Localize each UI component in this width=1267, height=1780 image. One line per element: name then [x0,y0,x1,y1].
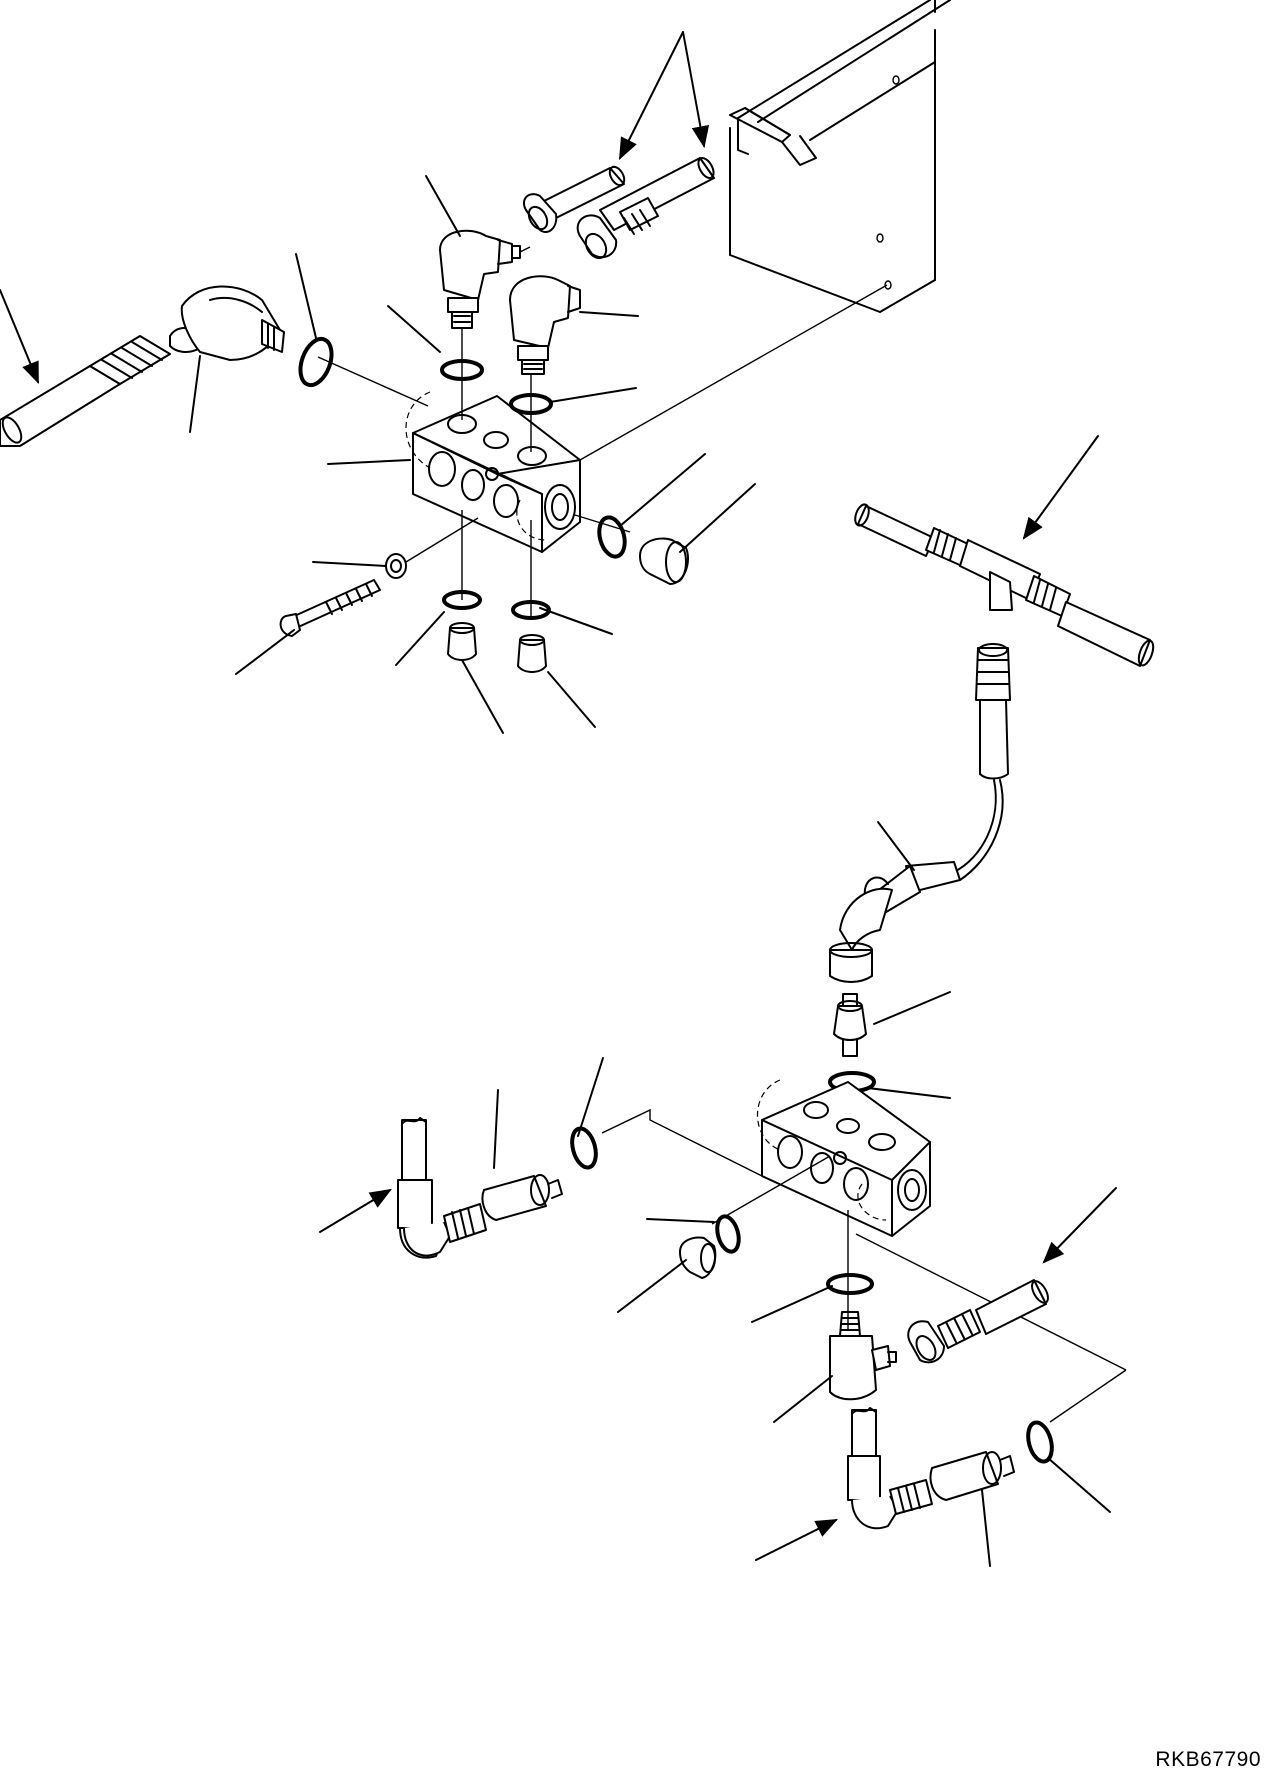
lower-manifold-block [758,1080,931,1236]
middle-swivel-elbow [830,862,960,1110]
upper-manifold-block [406,392,580,552]
lower-block-side-parts [680,1214,742,1278]
upper-assembly-lines [318,285,887,620]
upper-block-small-parts [281,515,688,672]
lower-left-pipe-assembly [398,1118,600,1258]
direction-arrows [0,32,1116,1560]
lower-right-pipe-assembly [848,1408,1056,1528]
upper-left-hose-and-elbow [0,286,337,446]
upper-elbow-fitting-b [510,276,580,413]
upper-elbow-fitting-a [440,231,530,379]
machine-frame [730,0,950,312]
right-hose-tee [853,503,1156,880]
diagram-reference-code: RKB67790 [1155,1748,1261,1771]
upper-pipes [524,155,717,261]
leader-lines [190,176,1110,1566]
lower-elbow-fitting [828,1275,1051,1399]
